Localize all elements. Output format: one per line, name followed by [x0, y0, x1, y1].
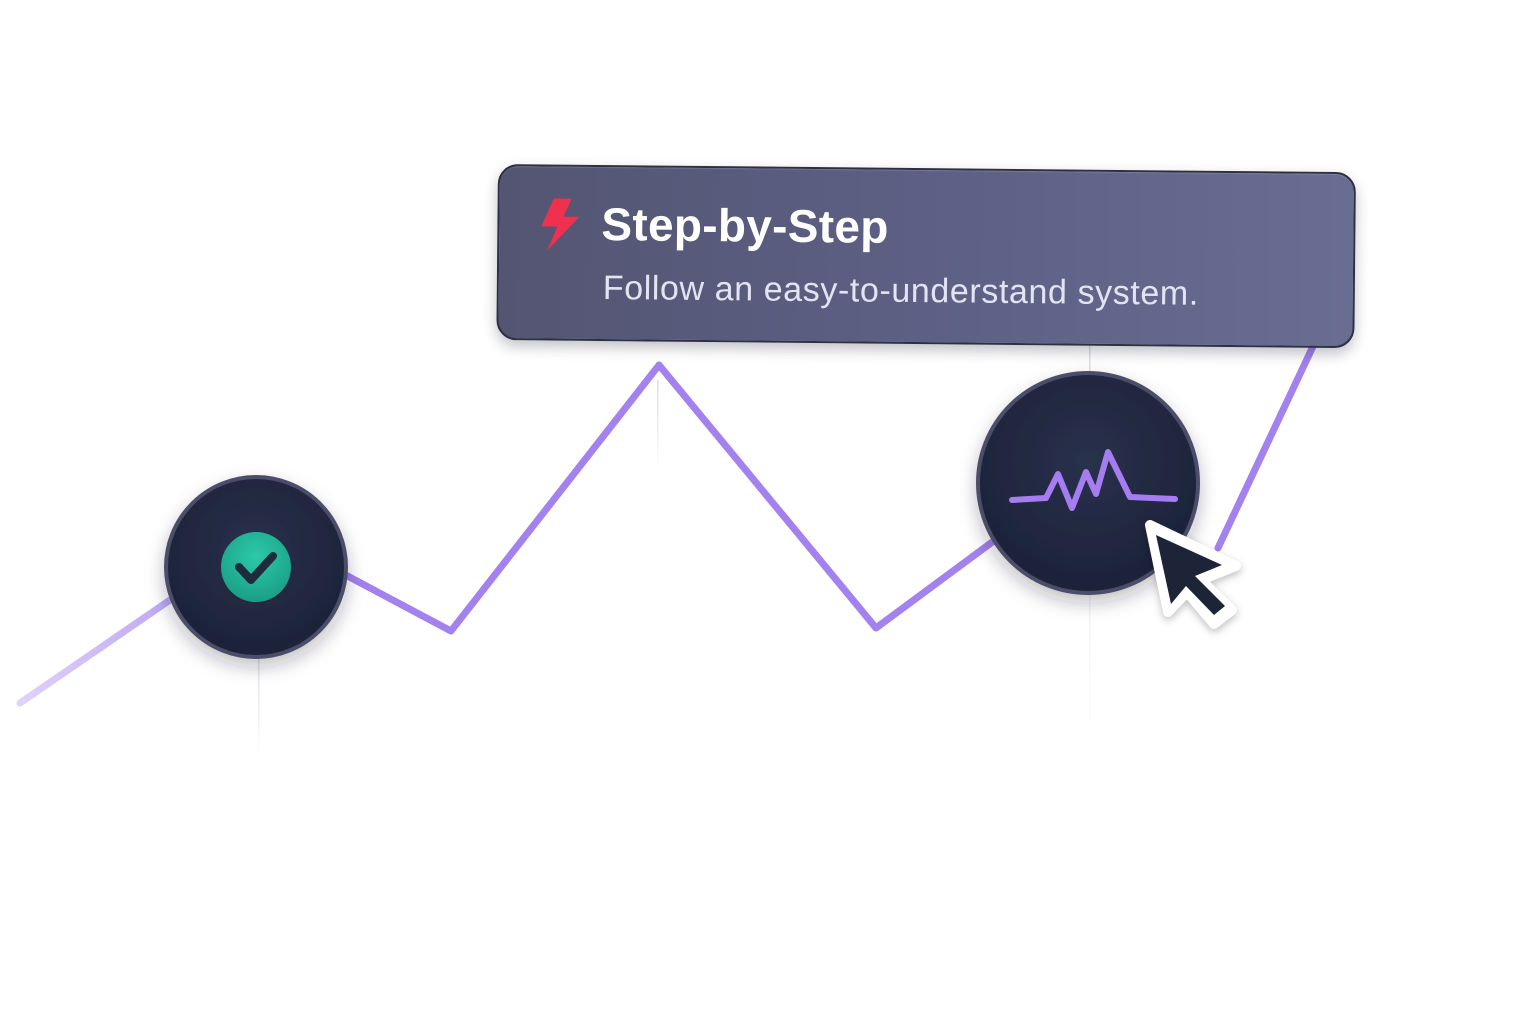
- info-card: Step-by-Step Follow an easy-to-understan…: [496, 164, 1356, 349]
- card-title: Step-by-Step: [601, 197, 889, 253]
- guide-line: [657, 380, 659, 475]
- trend-line-end: [1214, 336, 1320, 552]
- lightning-bolt-icon: [541, 198, 580, 251]
- pulse-wave-icon: [1009, 449, 1178, 511]
- mouse-pointer-icon: [1145, 520, 1241, 629]
- card-subtitle: Follow an easy-to-understand system.: [602, 269, 1200, 313]
- checkmark-icon: [221, 532, 291, 602]
- guide-line: [258, 650, 260, 760]
- trend-line-start: [16, 596, 174, 707]
- trend-line: [336, 361, 999, 635]
